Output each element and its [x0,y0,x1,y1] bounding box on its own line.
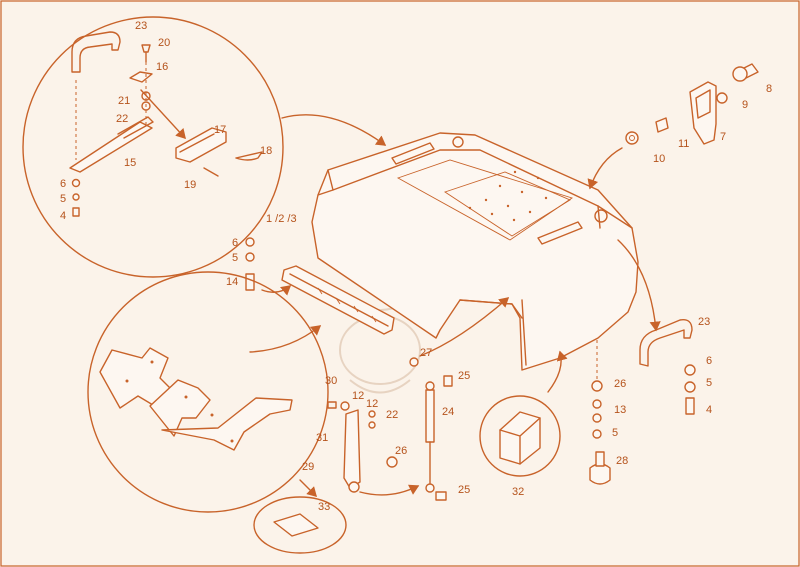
callout-30: 30 [325,375,337,387]
callout-14: 14 [226,276,238,288]
callout-17: 17 [214,124,226,136]
detail-circle-handle-assembly [22,16,284,278]
callout-7: 7 [720,131,726,143]
callout-6-mid: 6 [232,237,238,249]
callout-16: 16 [156,61,168,73]
callout-10: 10 [653,153,665,165]
callout-5-left: 5 [60,193,66,205]
callout-12-a: 12 [352,390,364,402]
callout-20: 20 [158,37,170,49]
callout-24: 24 [442,406,454,418]
detail-circle-rubber-block [479,350,568,477]
callout-11: 11 [678,138,689,150]
callout-29: 29 [302,461,314,473]
callout-27: 27 [420,347,432,359]
callout-32: 32 [512,486,524,498]
callout-25-top: 25 [458,370,470,382]
callout-5-mid: 5 [232,252,238,264]
rubber-strip [245,237,395,335]
callout-5-right: 5 [706,377,712,389]
callout-15: 15 [124,157,136,169]
callout-12-b: 12 [366,398,378,410]
right-handle-part [639,319,693,367]
callout-8: 8 [766,83,772,95]
callout-6-left: 6 [60,178,66,190]
detail-circle-gasket [87,271,329,513]
callout-5-stack: 5 [612,427,618,439]
callout-19: 19 [184,179,196,191]
callout-26-right: 26 [614,378,626,390]
callout-labels: 23 20 16 21 22 17 18 15 6 5 4 19 8 9 7 1… [60,20,772,513]
callout-6-right: 6 [706,355,712,367]
callout-23: 23 [135,20,147,32]
callout-22-mid: 22 [386,409,398,421]
callout-31: 31 [316,432,328,444]
right-fastener-stack [589,340,696,485]
hood-vent-dots [468,170,548,222]
callout-9: 9 [742,99,748,111]
callout-22-left: 22 [116,113,128,125]
callout-26-mid: 26 [395,445,407,457]
arrow-to-gasket [249,325,322,353]
callout-25-bottom: 25 [458,484,470,496]
arrow-to-right-handle [617,239,661,332]
arrow-to-hood-handle [281,114,387,146]
detail-circle-small-pad [253,479,347,554]
callout-21: 21 [118,95,130,107]
callout-4-right: 4 [706,404,712,416]
callout-18: 18 [260,145,272,157]
latch-assembly [587,63,759,190]
callout-28: 28 [616,455,628,467]
callout-1-2-3: 1 /2 /3 [266,213,297,225]
callout-23-right: 23 [698,316,710,328]
hood-canopy [311,132,639,371]
callout-33: 33 [318,501,330,513]
callout-4-left: 4 [60,210,66,222]
gas-strut-bracket [327,297,510,501]
callout-13: 13 [614,404,626,416]
